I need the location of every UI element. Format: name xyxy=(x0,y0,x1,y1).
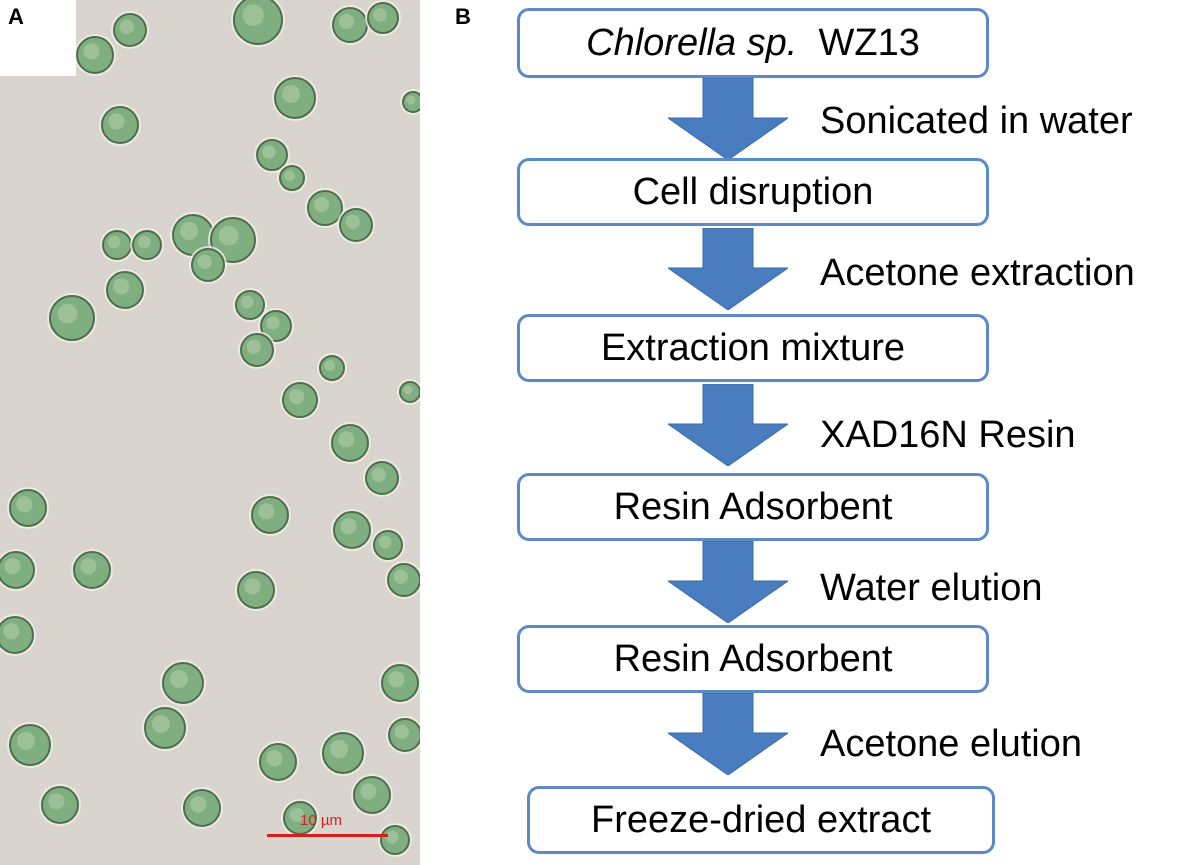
species-name: Chlorella sp. xyxy=(586,21,798,64)
panel-a-corner xyxy=(0,0,76,76)
algal-cell xyxy=(337,206,375,244)
flow-arrow-5 xyxy=(668,693,788,775)
algal-cell xyxy=(238,331,276,369)
algal-cell xyxy=(99,104,141,146)
process-label-2: Acetone extraction xyxy=(820,252,1135,294)
flow-arrow-3 xyxy=(668,384,788,466)
algal-cell xyxy=(39,784,81,826)
process-label-5: Acetone elution xyxy=(820,723,1082,765)
algal-cell xyxy=(231,0,285,47)
process-label-3: XAD16N Resin xyxy=(820,414,1076,456)
panel-b-label: B xyxy=(455,4,471,29)
algal-cell xyxy=(0,549,37,591)
algal-cell xyxy=(130,228,164,262)
algal-cell xyxy=(254,137,290,173)
scale-bar-label: 10 µm xyxy=(300,812,342,829)
algal-cell xyxy=(305,188,345,228)
algal-cell xyxy=(257,741,299,783)
flow-arrow-4 xyxy=(668,541,788,623)
algal-cell xyxy=(0,614,36,656)
algal-cell xyxy=(280,380,320,420)
micrograph-panel: 10 µm xyxy=(0,0,420,865)
algal-cell xyxy=(317,353,347,383)
algal-cell xyxy=(142,705,188,751)
algal-cell xyxy=(233,288,267,322)
algal-cell xyxy=(397,379,420,405)
algal-cell xyxy=(235,569,277,611)
algal-cell xyxy=(385,561,420,599)
flow-box-1: Cell disruption xyxy=(517,158,989,226)
algal-cell xyxy=(331,509,373,551)
algal-cell xyxy=(181,787,223,829)
algal-cell xyxy=(330,5,370,45)
scale-bar xyxy=(267,834,388,837)
flow-box-start: Chlorella sp. WZ13 xyxy=(517,8,989,78)
flow-box-4: Resin Adsorbent xyxy=(517,625,989,693)
algal-cell xyxy=(379,662,420,704)
strain-name: WZ13 xyxy=(818,21,920,64)
process-label-1: Sonicated in water xyxy=(820,100,1133,142)
algal-cell xyxy=(351,774,393,816)
algal-cell xyxy=(111,11,149,49)
flow-box-5: Freeze-dried extract xyxy=(527,786,995,854)
algal-cell xyxy=(71,549,113,591)
flow-arrow-1 xyxy=(668,78,788,160)
algal-cell xyxy=(329,422,371,464)
algal-cell xyxy=(277,163,307,193)
flow-box-2: Extraction mixture xyxy=(517,314,989,382)
flow-box-3: Resin Adsorbent xyxy=(517,473,989,541)
algal-cell xyxy=(7,487,49,529)
algal-cell xyxy=(74,34,116,76)
algal-cell xyxy=(272,75,318,121)
algal-cell xyxy=(104,269,146,311)
flow-arrow-2 xyxy=(668,228,788,310)
algal-cell xyxy=(320,730,366,776)
micrograph-image xyxy=(0,0,420,857)
algal-cell xyxy=(400,89,420,115)
algal-cell xyxy=(47,293,97,343)
algal-cell xyxy=(386,716,420,754)
algal-cell xyxy=(378,823,412,857)
algal-cell xyxy=(160,660,206,706)
panel-a-label: A xyxy=(8,4,24,29)
algal-cell xyxy=(371,528,405,562)
algal-cell xyxy=(249,494,291,536)
algal-cell xyxy=(365,0,401,36)
algal-cell xyxy=(281,799,319,837)
algal-cell xyxy=(363,459,401,497)
algal-cell xyxy=(7,722,53,768)
algal-cell xyxy=(100,228,134,262)
process-label-4: Water elution xyxy=(820,567,1043,609)
algal-cell xyxy=(189,246,227,284)
